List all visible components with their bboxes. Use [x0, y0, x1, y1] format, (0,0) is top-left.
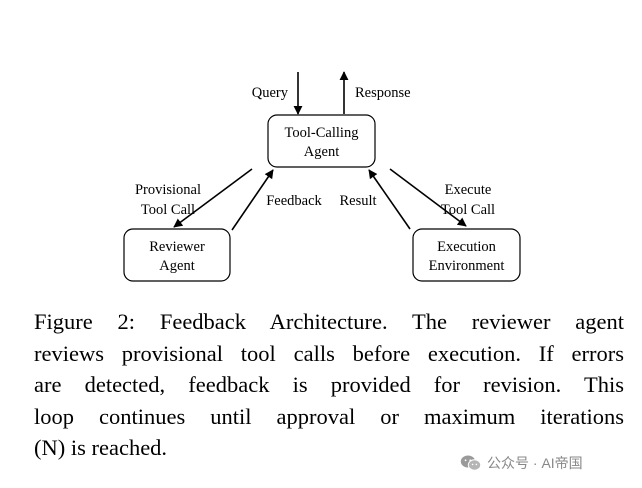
caption-line: loop continues until approval or maximum…: [34, 403, 624, 429]
execute-label: Execute: [445, 182, 492, 198]
provisional-label: Tool Call: [141, 202, 195, 218]
node-label: Reviewer: [149, 239, 205, 255]
query-label: Query: [252, 85, 289, 101]
watermark-text: 公众号 · AI帝国: [487, 455, 583, 471]
reviewer-agent-node: Reviewer Agent: [123, 228, 231, 282]
execution-environment-node: Execution Environment: [412, 228, 521, 282]
feedback-architecture-diagram: Tool-Calling Agent Reviewer Agent Execut…: [123, 71, 521, 282]
wechat-icon: [460, 455, 482, 471]
feedback-arrow: [231, 169, 274, 231]
result-label: Result: [339, 193, 376, 209]
feedback-label: Feedback: [266, 193, 322, 209]
figure-caption: Figure 2: Feedback Architecture. The rev…: [34, 306, 624, 464]
tool-calling-agent-node: Tool-Calling Agent: [267, 114, 376, 168]
watermark: 公众号 · AI帝国: [460, 452, 583, 474]
node-label: Tool-Calling: [285, 125, 359, 141]
caption-line: reviews provisional tool calls before ex…: [34, 340, 624, 366]
provisional-tool-call-arrow: [173, 168, 253, 228]
node-label: Execution: [437, 239, 497, 255]
result-arrow: [368, 169, 411, 230]
node-label: Agent: [304, 144, 339, 160]
caption-line: Figure 2: Feedback Architecture. The rev…: [34, 309, 624, 334]
execute-label: Tool Call: [441, 202, 495, 218]
caption-line: (N) is reached.: [34, 435, 168, 460]
node-label: Agent: [159, 258, 194, 274]
provisional-label: Provisional: [135, 182, 201, 198]
node-label: Environment: [429, 258, 505, 274]
response-label: Response: [355, 85, 411, 101]
execute-tool-call-arrow: [389, 168, 467, 227]
caption-line: are detected, feedback is provided for r…: [34, 372, 624, 397]
